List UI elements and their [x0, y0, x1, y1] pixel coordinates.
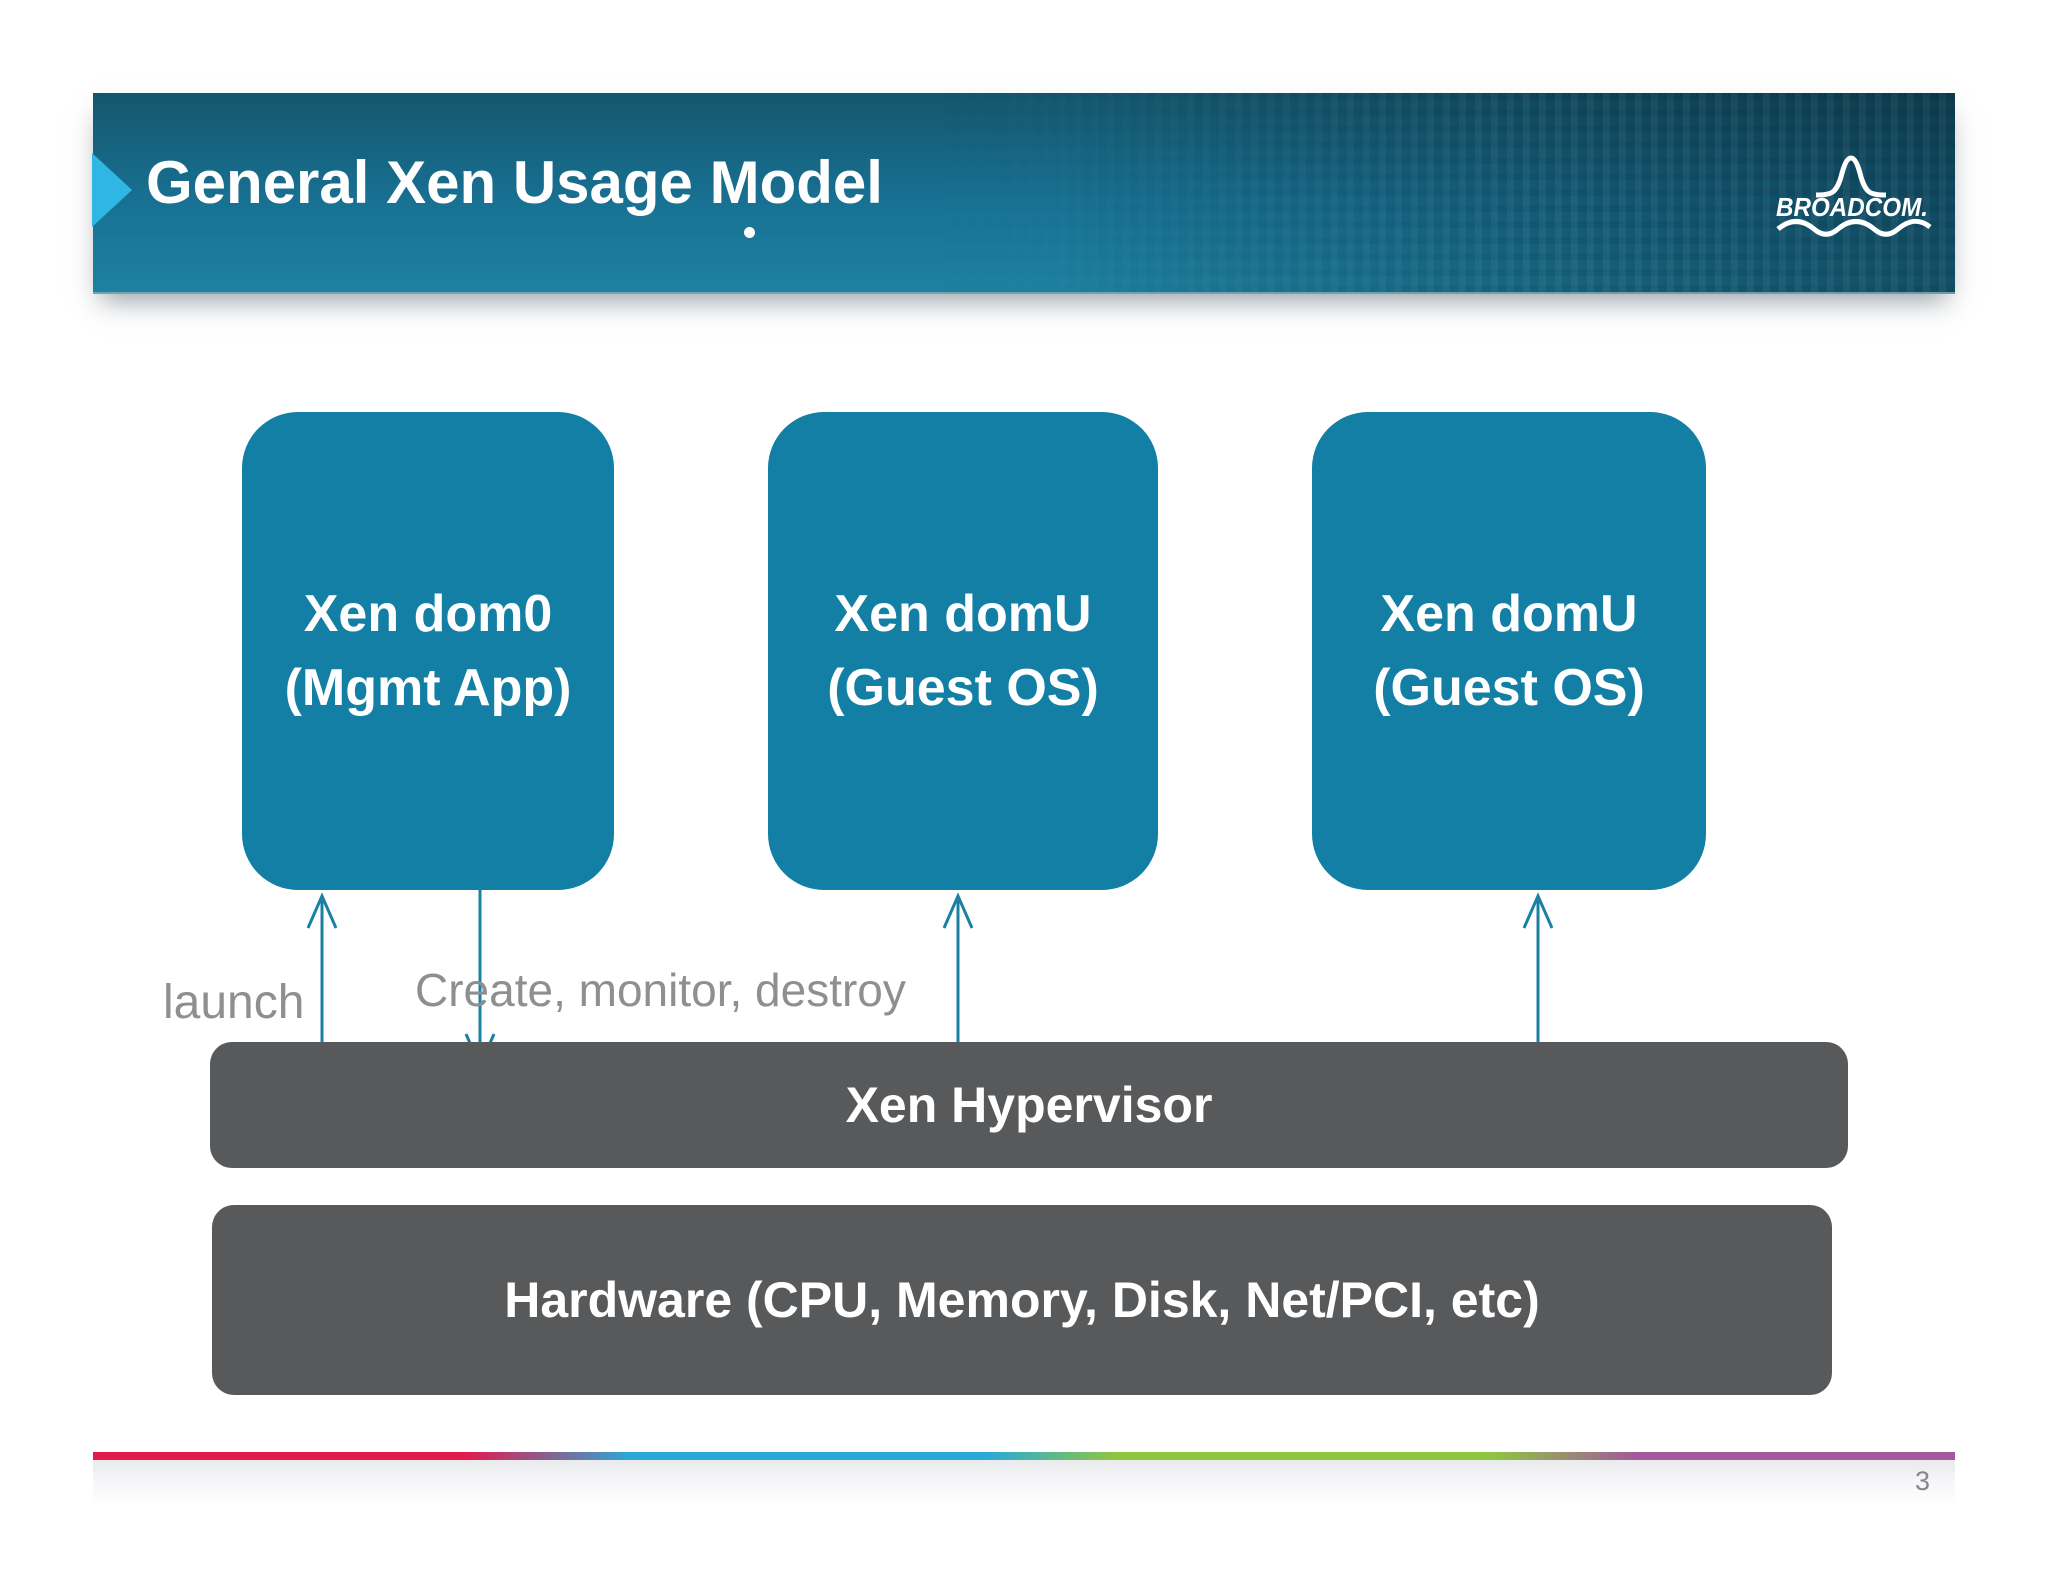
branch-arrowhead-domu2-icon [1522, 892, 1554, 929]
box-xen-domu-2-line2: (Guest OS) [1373, 659, 1645, 717]
broadcom-logo-text: BROADCOM. [1776, 192, 1928, 222]
broadcom-pulse-icon [1815, 155, 1887, 198]
launch-arrowhead-up-icon [306, 892, 338, 929]
box-xen-dom0-line2: (Mgmt App) [284, 659, 572, 717]
footer-gradient-line [93, 1452, 1955, 1460]
page-number: 3 [1914, 1466, 1930, 1496]
header-dot-texture [930, 93, 1955, 292]
footer-band [93, 1460, 1955, 1502]
broadcom-logo: BROADCOM. [1770, 150, 1940, 243]
box-xen-domu-1: Xen domU (Guest OS) [768, 412, 1158, 890]
hardware-bar: Hardware (CPU, Memory, Disk, Net/PCI, et… [212, 1205, 1832, 1395]
slide-header: General Xen Usage Model BROADCOM. [92, 93, 1955, 294]
box-xen-domu-2-line1: Xen domU [1380, 585, 1638, 643]
hypervisor-bar-label: Xen Hypervisor [845, 1077, 1213, 1133]
hypervisor-bar: Xen Hypervisor [210, 1042, 1848, 1168]
header-artifact-dot [744, 227, 755, 238]
hardware-bar-label: Hardware (CPU, Memory, Disk, Net/PCI, et… [504, 1272, 1540, 1328]
label-create-monitor-destroy: Create, monitor, destroy [415, 964, 906, 1016]
broadcom-logo-graphic: BROADCOM. [1776, 155, 1932, 237]
branch-arrowhead-domu1-icon [942, 892, 974, 929]
box-xen-domu-2: Xen domU (Guest OS) [1312, 412, 1706, 890]
label-launch: launch [163, 976, 305, 1029]
box-xen-dom0: Xen dom0 (Mgmt App) [242, 412, 614, 890]
box-xen-domu-1-line2: (Guest OS) [827, 659, 1099, 717]
title-chevron-icon [92, 153, 132, 227]
box-xen-dom0-line1: Xen dom0 [303, 585, 553, 643]
broadcom-wave-icon [1776, 218, 1932, 237]
slide-title: General Xen Usage Model [146, 149, 883, 216]
box-xen-domu-1-line1: Xen domU [834, 585, 1092, 643]
